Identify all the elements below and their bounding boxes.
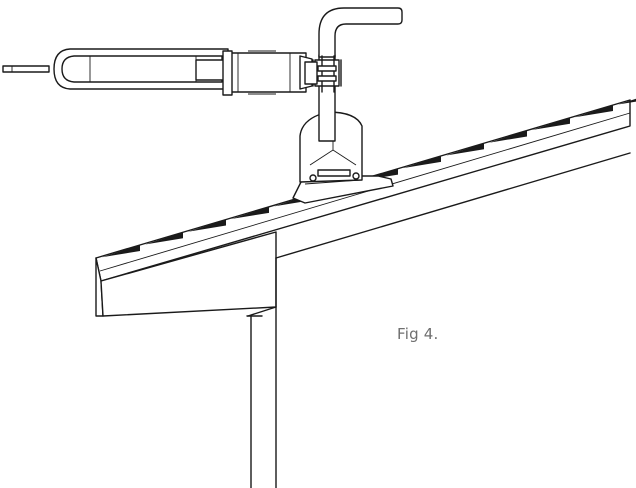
shingle-ridge xyxy=(102,244,140,258)
shingle-ridge xyxy=(145,232,183,245)
roof-mount-base xyxy=(292,111,394,204)
shingle-ridge xyxy=(532,117,570,130)
wall xyxy=(246,152,631,488)
shingle-ridge xyxy=(489,130,527,143)
antenna-unit xyxy=(2,48,318,96)
shingle-ridge xyxy=(575,105,613,118)
roof xyxy=(95,98,636,317)
shingle-ridge xyxy=(446,143,484,156)
shingle-ridge xyxy=(188,219,226,232)
shingle-ridge xyxy=(618,98,636,105)
shingle-ridge xyxy=(403,155,441,169)
shingle-ridge xyxy=(231,206,269,220)
antenna-mast xyxy=(312,7,403,142)
figure-caption: Fig 4. xyxy=(397,325,439,343)
